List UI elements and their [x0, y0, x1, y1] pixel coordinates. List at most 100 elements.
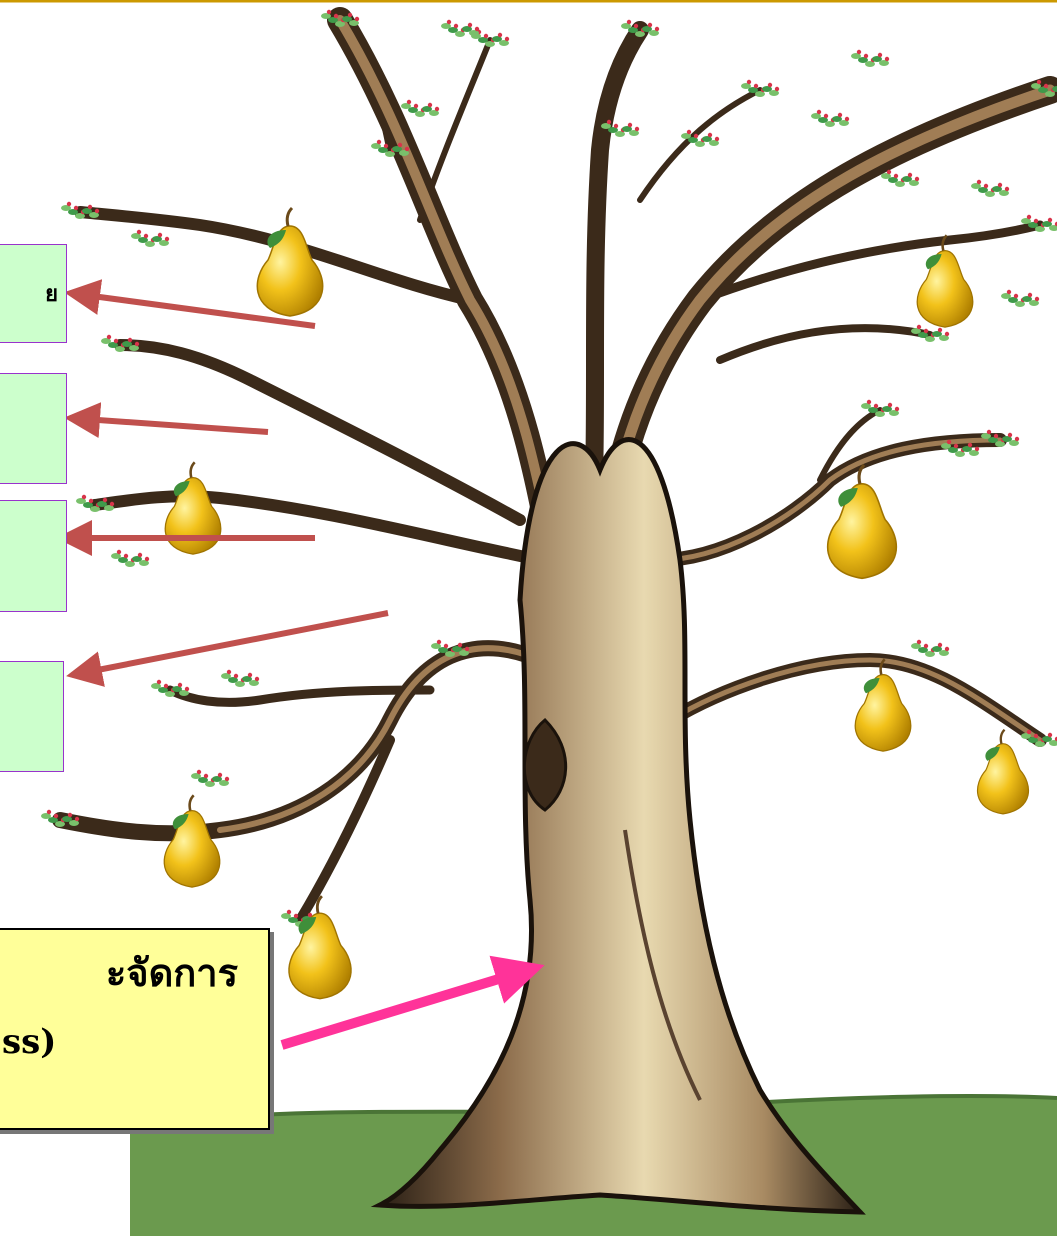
- blossom-cluster: [41, 9, 1057, 927]
- leaf-icon: [932, 331, 942, 337]
- blossom-dot: [354, 16, 360, 22]
- pear-icon: [977, 728, 1029, 815]
- leaf-icon: [165, 691, 175, 697]
- blossom-dot: [94, 208, 100, 214]
- arrow-trunk: [280, 955, 545, 1050]
- leaf-icon: [459, 650, 469, 656]
- leaf-icon: [981, 433, 991, 439]
- leaf-icon: [139, 560, 149, 566]
- leaf-icon: [328, 17, 338, 23]
- leaf-icon: [385, 151, 395, 157]
- leaf-icon: [61, 205, 71, 211]
- blossom-dot: [923, 328, 929, 334]
- blossom-dot: [446, 19, 452, 25]
- pear-icon: [164, 461, 222, 555]
- leaf-icon: [455, 31, 465, 37]
- blossom-dot: [217, 772, 223, 778]
- leaf-icon: [868, 407, 878, 413]
- blossom-dot: [856, 49, 862, 55]
- blossom-dot: [937, 327, 943, 333]
- blossom-dot: [443, 643, 449, 649]
- blossom-dot: [767, 82, 773, 88]
- blossom-dot: [1033, 733, 1039, 739]
- blossom-dot: [164, 236, 170, 242]
- leaf-icon: [872, 56, 882, 62]
- blossom-dot: [73, 205, 79, 211]
- arrow-2: [64, 402, 269, 439]
- leaf-icon: [228, 677, 238, 683]
- blossom-dot: [953, 443, 959, 449]
- leaf-icon: [992, 186, 1002, 192]
- leaf-icon: [392, 146, 402, 152]
- leaf-icon: [909, 180, 919, 186]
- trunk-callout-box: ะจัดการ ss): [0, 928, 270, 1130]
- leaf-icon: [1001, 293, 1011, 299]
- blossom-dot: [134, 341, 140, 347]
- leaf-icon: [902, 176, 912, 182]
- leaf-icon: [132, 556, 142, 562]
- leaf-icon: [462, 26, 472, 32]
- leaf-icon: [971, 183, 981, 189]
- leaf-icon: [97, 501, 107, 507]
- blossom-dot: [714, 136, 720, 142]
- blossom-dot: [893, 173, 899, 179]
- blossom-dot: [693, 133, 699, 139]
- leaf-icon: [371, 143, 381, 149]
- blossom-dot: [1034, 296, 1040, 302]
- leaf-icon: [131, 233, 141, 239]
- leaf-icon: [941, 443, 951, 449]
- blossom-dot: [997, 182, 1003, 188]
- leaf-icon: [492, 36, 502, 42]
- blossom-dot: [983, 183, 989, 189]
- leaf-icon: [762, 86, 772, 92]
- blossom-dot: [837, 112, 843, 118]
- blossom-dot: [916, 639, 922, 645]
- blossom-dot: [144, 556, 150, 562]
- pear-icon: [827, 463, 897, 580]
- blossom-dot: [67, 812, 73, 818]
- leaf-icon: [55, 821, 65, 827]
- blossom-dot: [974, 446, 980, 452]
- blossom-dot: [143, 233, 149, 239]
- blossom-dot: [157, 232, 163, 238]
- leaf-icon: [1002, 436, 1012, 442]
- leaf-icon: [978, 187, 988, 193]
- leaf-icon: [825, 121, 835, 127]
- label-box-1-text: ย: [45, 282, 58, 307]
- leaf-icon: [642, 26, 652, 32]
- leaf-icon: [911, 328, 921, 334]
- blossom-dot: [633, 23, 639, 29]
- blossom-dot: [74, 816, 80, 822]
- leaf-icon: [401, 103, 411, 109]
- leaf-icon: [985, 191, 995, 197]
- leaf-icon: [628, 27, 638, 33]
- blossom-dot: [1027, 292, 1033, 298]
- leaf-icon: [219, 780, 229, 786]
- leaf-icon: [881, 173, 891, 179]
- leaf-icon: [861, 403, 871, 409]
- blossom-dot: [66, 201, 72, 207]
- leaf-icon: [1028, 222, 1038, 228]
- blossom-dot: [457, 642, 463, 648]
- leaf-icon: [448, 27, 458, 33]
- leaf-icon: [969, 450, 979, 456]
- blossom-dot: [247, 672, 253, 678]
- leaf-icon: [89, 212, 99, 218]
- leaf-icon: [1021, 218, 1031, 224]
- blossom-dot: [944, 331, 950, 337]
- leaf-icon: [839, 120, 849, 126]
- leaf-icon: [129, 345, 139, 351]
- leaf-icon: [69, 820, 79, 826]
- leaf-icon: [62, 816, 72, 822]
- blossom-dot: [823, 113, 829, 119]
- blossom-dot: [196, 769, 202, 775]
- blossom-dot: [914, 176, 920, 182]
- leaf-icon: [90, 506, 100, 512]
- leaf-icon: [1049, 740, 1057, 746]
- label-box-4: [0, 661, 64, 772]
- leaf-icon: [1015, 301, 1025, 307]
- leaf-icon: [755, 91, 765, 97]
- leaf-icon: [212, 776, 222, 782]
- leaf-icon: [145, 241, 155, 247]
